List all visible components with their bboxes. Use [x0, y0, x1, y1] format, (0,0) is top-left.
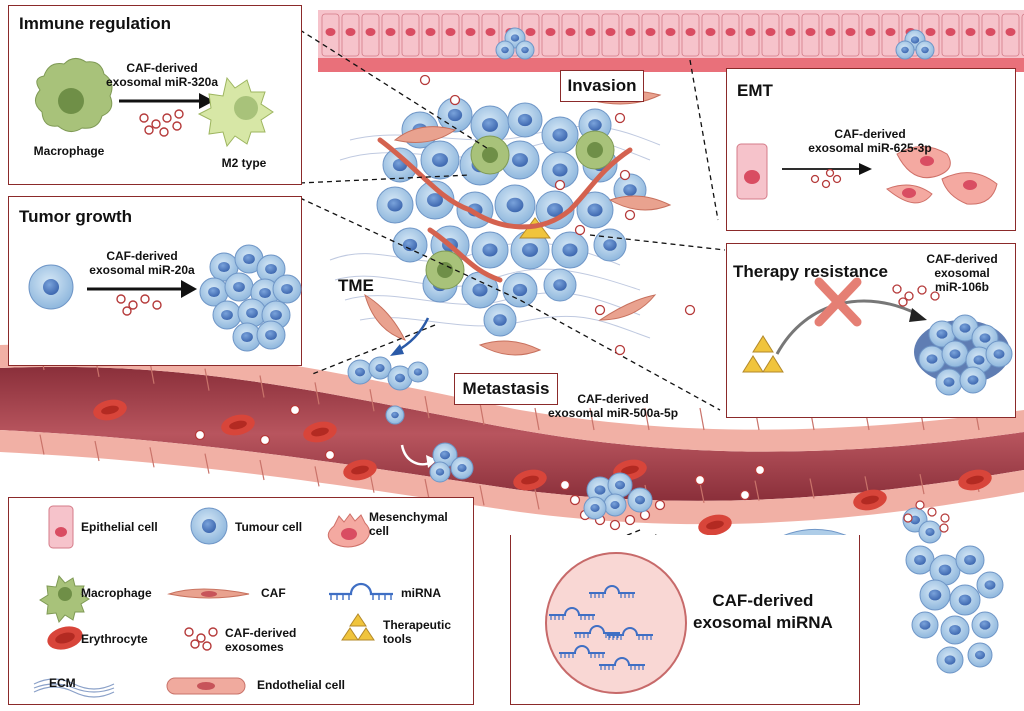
legend-label-endothelial-cell: Endothelial cell [257, 678, 346, 692]
legend-icons [33, 505, 393, 698]
immune-mirna-label: CAF-derived exosomal miR-320a [105, 61, 219, 89]
tumor-growth-title: Tumor growth [19, 207, 132, 226]
tumour-cell-icon [190, 507, 228, 545]
erythrocytes [93, 399, 992, 536]
macrophage-label: Macrophage [33, 144, 105, 158]
macrophage-icon [39, 574, 90, 623]
legend-label-erythrocyte: Erythrocyte [81, 632, 148, 646]
zoom-illustration [545, 552, 687, 694]
resistant-tumour-cluster-icon [914, 314, 1013, 396]
m2-macrophage-icon [197, 76, 274, 148]
legend-label-tumour-cell: Tumour cell [235, 520, 303, 534]
therapy-resistance-title: Therapy resistance [733, 262, 888, 281]
tme-label: TME [338, 276, 374, 295]
legend-panel: Epithelial cell Tumour cell Mesenchymal ce… [8, 497, 474, 705]
blood-vessel [0, 344, 1024, 525]
ecm-icon [33, 678, 115, 698]
emt-panel: EMT CAF-derived exosomal miR-625-3p [726, 68, 1016, 231]
metastasis-mirna-label: CAF-derived exosomal miR-500a-5p [547, 392, 679, 420]
invasion-label: Invasion [560, 70, 644, 102]
tumor-growth-mirna-label: CAF-derived exosomal miR-20a [89, 249, 195, 277]
exosome-icon [184, 627, 218, 651]
legend-label-caf: CAF [261, 586, 286, 600]
immune-regulation-title: Immune regulation [19, 14, 172, 33]
m2-type-label: M2 type [221, 156, 267, 170]
exosomal-mirna-zoom-panel: CAF-derived exosomal miRNA [510, 535, 860, 705]
tumor-growth-panel: Tumor growth CAF-derived exosomal miR-20… [8, 196, 302, 366]
therapeutic-tools-icon [742, 335, 784, 373]
therapy-resistance-panel: Therapy resistance CAF-derived exosomal … [726, 243, 1016, 418]
legend-label-mesenchymal-cell: Mesenchymal cell [369, 510, 448, 538]
therapeutic-tools-icon [341, 613, 375, 641]
legend-label-ecm: ECM [49, 676, 76, 690]
endothelial-cell-icon [166, 677, 246, 695]
tumour-cell-icon [28, 264, 74, 310]
emt-title: EMT [737, 81, 773, 100]
circulating-tumour-cells [347, 356, 1004, 674]
metastasis-label: Metastasis [454, 373, 558, 405]
exosomes [194, 74, 766, 531]
caf-icon [167, 588, 250, 599]
legend-label-epithelial-cell: Epithelial cell [81, 520, 158, 534]
epithelial-layer [318, 10, 1024, 72]
legend-label-therapeutic-tools: Therapeutic tools [383, 618, 452, 646]
therapy-illustration [742, 277, 1013, 396]
legend-label-macrophage: Macrophage [81, 586, 152, 600]
epithelial-cell-icon [48, 505, 74, 549]
tumour-vasculature [377, 137, 633, 283]
immune-panel-illustration [35, 58, 274, 148]
epithelial-cell-icon [736, 143, 768, 200]
zoom-title: CAF-derived exosomal miRNA [693, 591, 833, 632]
tumour-cluster-icon [199, 244, 302, 352]
macrophage-icon [35, 58, 113, 132]
immune-regulation-panel: Immune regulation CAF-derived exosomal m… [8, 5, 302, 185]
emt-illustration [736, 143, 998, 205]
mirna-icon [329, 582, 393, 600]
erythrocyte-icon [47, 626, 83, 650]
legend-label-exosome: CAF-derived exosomes [225, 626, 297, 654]
tumor-growth-illustration [28, 244, 302, 352]
emt-mirna-label: CAF-derived exosomal miR-625-3p [808, 127, 932, 155]
mesenchymal-cell-icon [327, 513, 370, 548]
migration-arrows [390, 317, 437, 468]
legend-label-mirna: miRNA [401, 586, 442, 600]
therapy-mirna-label: CAF-derived exosomal miR-106b [926, 252, 998, 294]
blocked-cross-icon [814, 277, 862, 327]
